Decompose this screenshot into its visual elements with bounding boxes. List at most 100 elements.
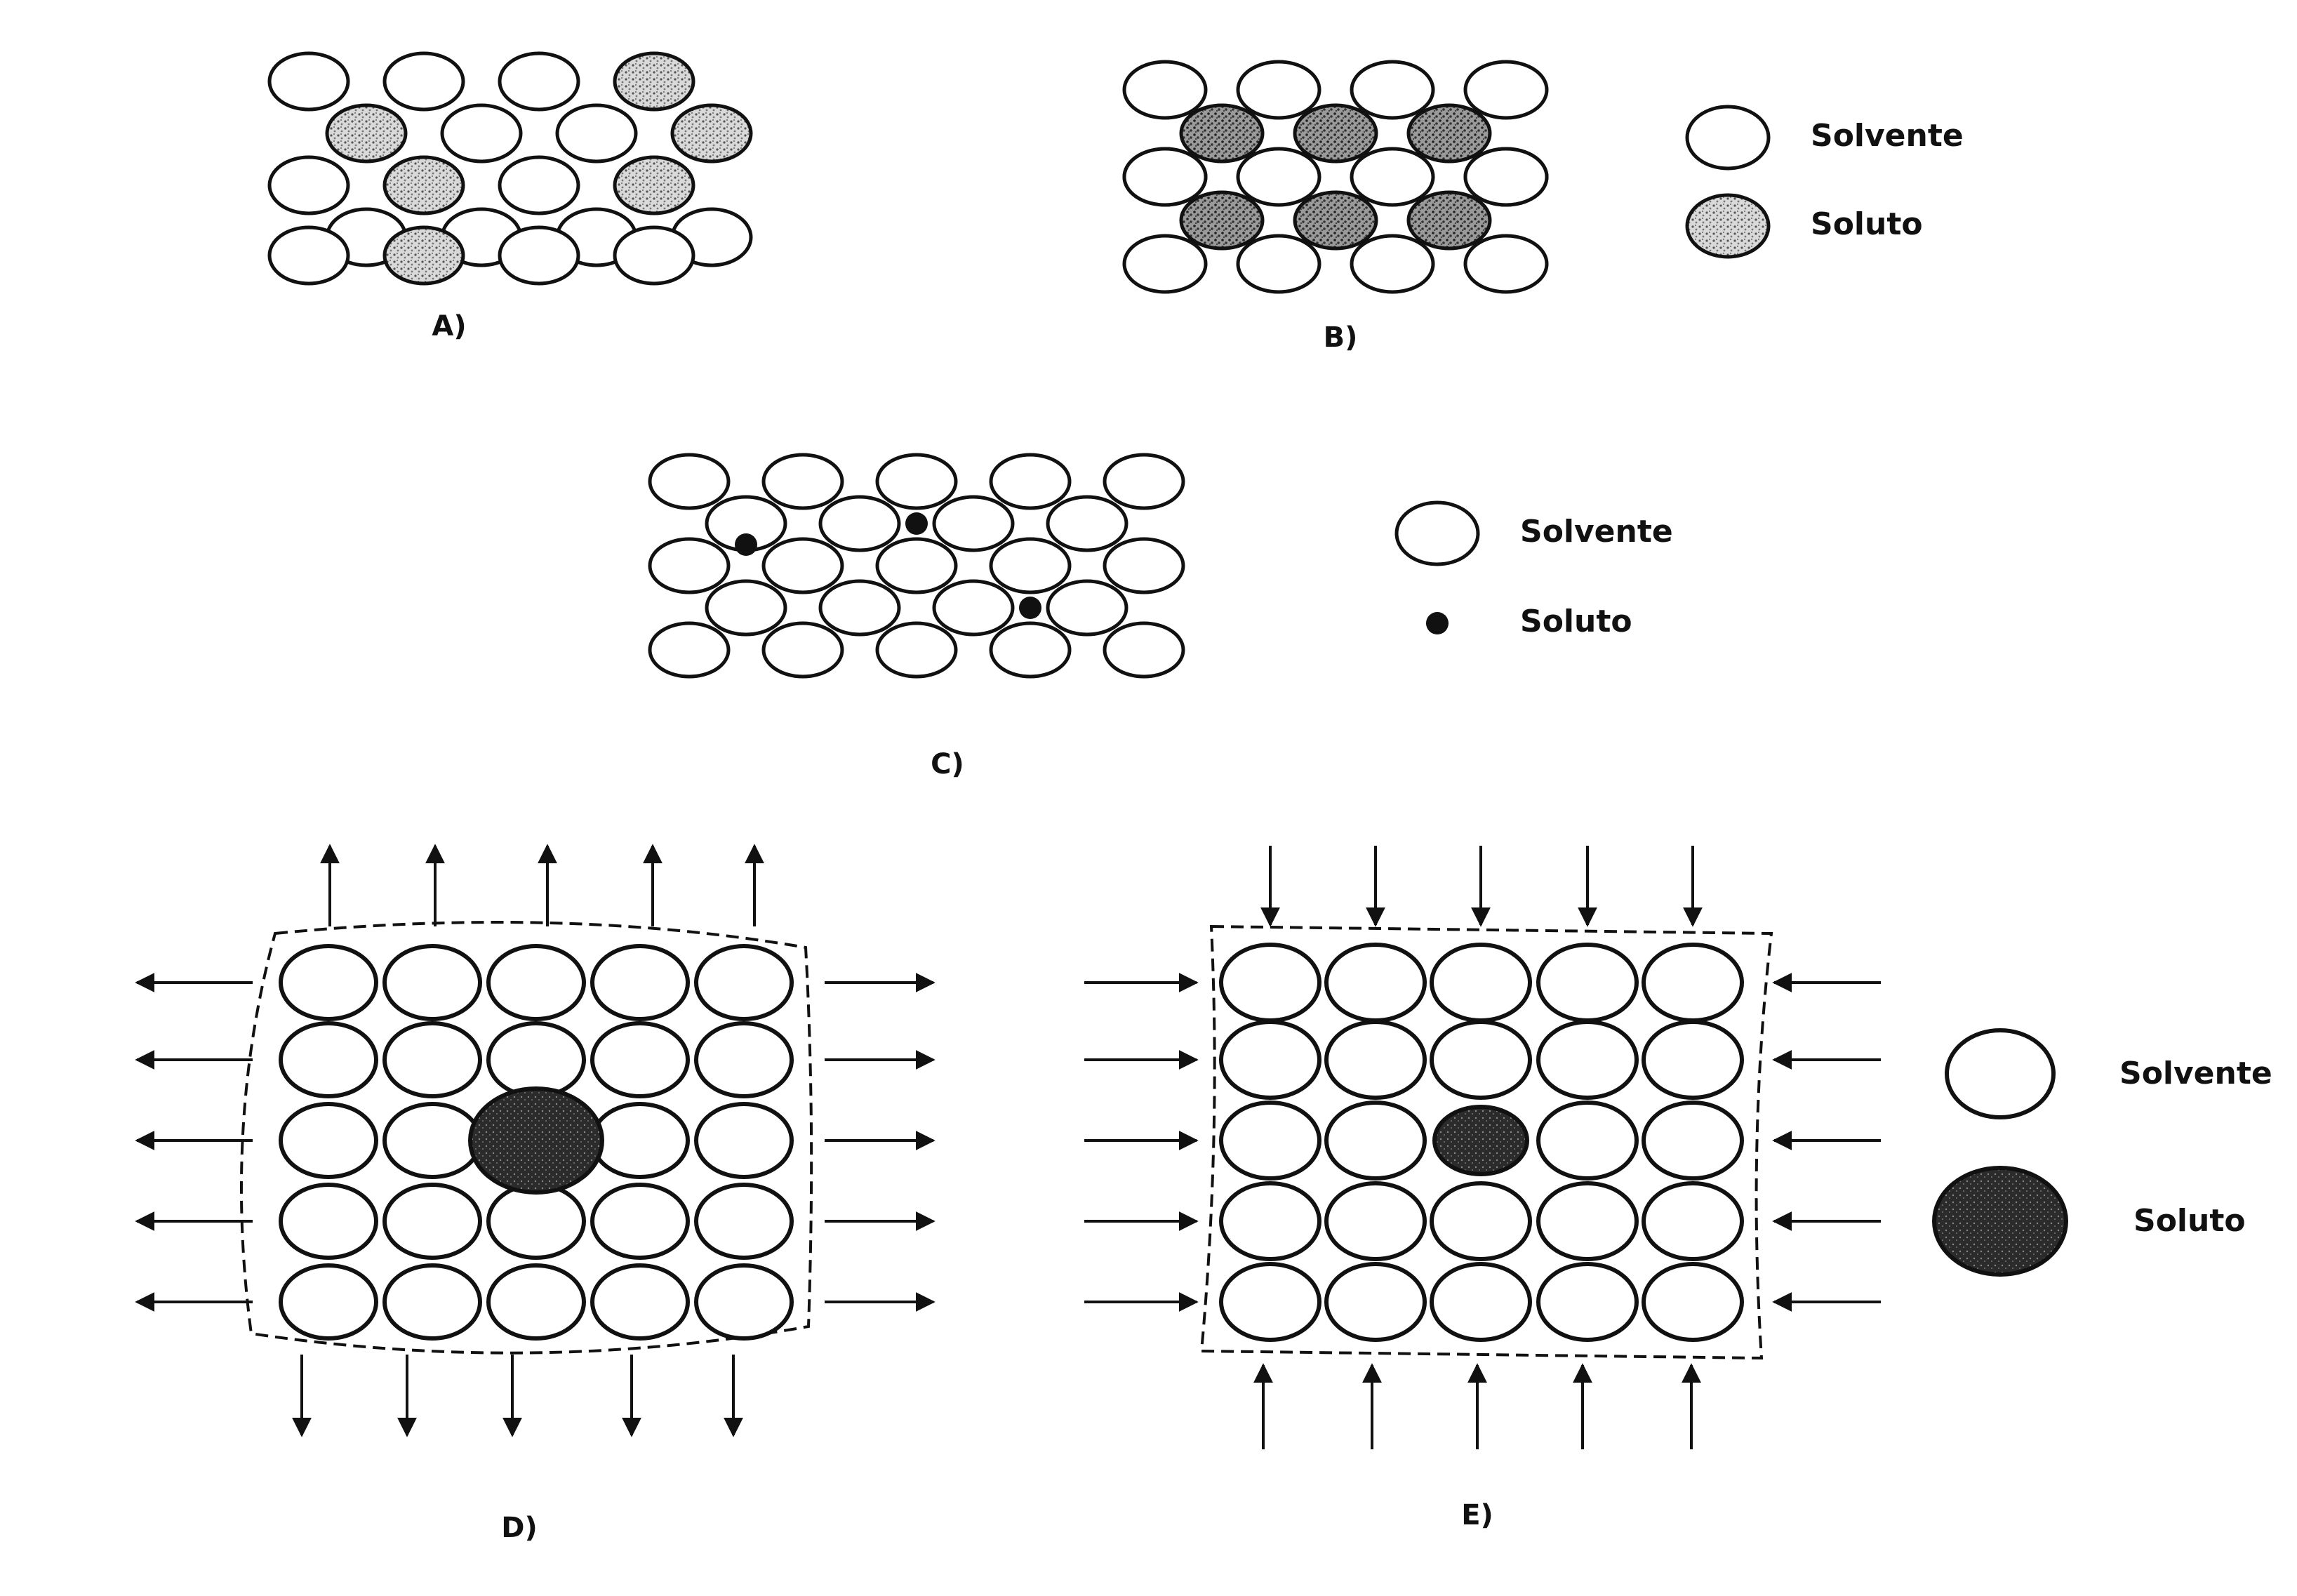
legend-de-solvent-swatch: [1945, 1028, 2056, 1119]
solvent-atom: [382, 1021, 482, 1098]
solvent-atom: [1122, 234, 1208, 294]
panel-d-label: D): [501, 1512, 537, 1544]
solvent-atom: [486, 1263, 586, 1341]
solvent-atom: [382, 1102, 482, 1179]
solvent-atom: [1219, 1181, 1321, 1261]
solvent-atom: [1324, 1262, 1427, 1342]
solute-atom: [1293, 103, 1378, 164]
strain-boundary: [1199, 924, 1773, 1360]
solvent-atom: [1350, 234, 1435, 294]
solvent-atom: [989, 537, 1072, 594]
legend-c-solute-swatch: [1426, 612, 1449, 634]
solvent-atom: [818, 495, 901, 552]
panel-a-label: A): [432, 310, 466, 343]
solute-atom: [1406, 190, 1492, 251]
solvent-atom: [1642, 943, 1744, 1023]
solvent-atom: [590, 1263, 690, 1341]
legend-de-solvent-label: Solvente: [2119, 1056, 2272, 1091]
solvent-atom: [1219, 1262, 1321, 1342]
solvent-atom: [279, 944, 378, 1021]
solute-atom: [1019, 597, 1041, 619]
solute-atom: [1179, 103, 1265, 164]
solvent-atom: [498, 155, 580, 215]
solvent-atom: [486, 1183, 586, 1260]
solvent-atom: [267, 51, 350, 112]
solvent-atom: [989, 453, 1072, 510]
solute-atom: [613, 155, 695, 215]
solvent-atom: [1642, 1020, 1744, 1100]
solvent-atom: [1463, 147, 1549, 207]
legend-ab-solute-label: Soluto: [1811, 206, 1923, 242]
solvent-atom: [1236, 234, 1321, 294]
solvent-atom: [1103, 453, 1185, 510]
solvent-atom: [279, 1183, 378, 1260]
solvent-atom: [279, 1021, 378, 1098]
legend-ab-solvent-swatch: [1685, 105, 1771, 171]
solvent-atom: [1219, 1100, 1321, 1181]
solvent-atom: [648, 621, 731, 679]
solvent-atom: [694, 1263, 794, 1341]
panel-c-label: C): [931, 748, 964, 780]
solvent-atom: [1219, 943, 1321, 1023]
solvent-atom: [498, 225, 580, 286]
solvent-atom: [590, 1102, 690, 1179]
solvent-atom: [1536, 1181, 1639, 1261]
legend-de-solute-label: Soluto: [2133, 1203, 2246, 1239]
solvent-atom: [1536, 1262, 1639, 1342]
solvent-atom: [1103, 621, 1185, 679]
solvent-atom: [1046, 579, 1128, 637]
solvent-atom: [1430, 1181, 1532, 1261]
solvent-atom: [1430, 1262, 1532, 1342]
solvent-atom: [486, 944, 586, 1021]
solvent-atom: [555, 103, 638, 164]
legend-c-solvent-swatch: [1394, 500, 1480, 566]
solvent-atom: [267, 225, 350, 286]
solvent-atom: [818, 579, 901, 637]
solvent-atom: [1236, 147, 1321, 207]
solvent-atom: [648, 453, 731, 510]
solvent-atom: [1324, 1100, 1427, 1181]
solvent-atom: [932, 579, 1015, 637]
solute-atom: [613, 51, 695, 112]
solvent-atom: [1642, 1100, 1744, 1181]
solvent-atom: [694, 1102, 794, 1179]
solvent-atom: [761, 537, 844, 594]
solvent-atom: [932, 495, 1015, 552]
solvent-atom: [694, 1183, 794, 1260]
solvent-atom: [590, 944, 690, 1021]
solvent-atom: [279, 1102, 378, 1179]
solute-atom: [1432, 1105, 1529, 1176]
solvent-atom: [875, 621, 958, 679]
legend-ab-solute-swatch: [1685, 193, 1771, 259]
panel-c: [648, 453, 1185, 679]
solvent-atom: [1536, 943, 1639, 1023]
solute-atom: [1293, 190, 1378, 251]
solvent-atom: [1103, 537, 1185, 594]
solvent-atom: [279, 1263, 378, 1341]
solute-atom: [382, 155, 465, 215]
legend-de: Solvente Soluto: [1932, 1028, 2272, 1277]
panel-d: [135, 844, 936, 1437]
solvent-atom: [498, 51, 580, 112]
solvent-atom: [1642, 1262, 1744, 1342]
solute-atom: [670, 103, 753, 164]
solvent-atom: [486, 1021, 586, 1098]
solvent-atom: [989, 621, 1072, 679]
solvent-atom: [590, 1021, 690, 1098]
solvent-atom: [1430, 1020, 1532, 1100]
legend-c: Solvente Soluto: [1394, 500, 1673, 639]
solute-atom: [1406, 103, 1492, 164]
solvent-atom: [648, 537, 731, 594]
solvent-atom: [694, 1021, 794, 1098]
solvent-atom: [1236, 60, 1321, 120]
solvent-atom: [1324, 1020, 1427, 1100]
legend-de-solute-swatch: [1932, 1166, 2068, 1277]
solvent-atom: [705, 579, 787, 637]
solvent-atom: [1536, 1020, 1639, 1100]
solute-atom: [382, 225, 465, 286]
solvent-atom: [1430, 943, 1532, 1023]
solvent-atom: [382, 1263, 482, 1341]
solvent-atom: [613, 225, 695, 286]
legend-c-solute-label: Soluto: [1520, 604, 1632, 639]
